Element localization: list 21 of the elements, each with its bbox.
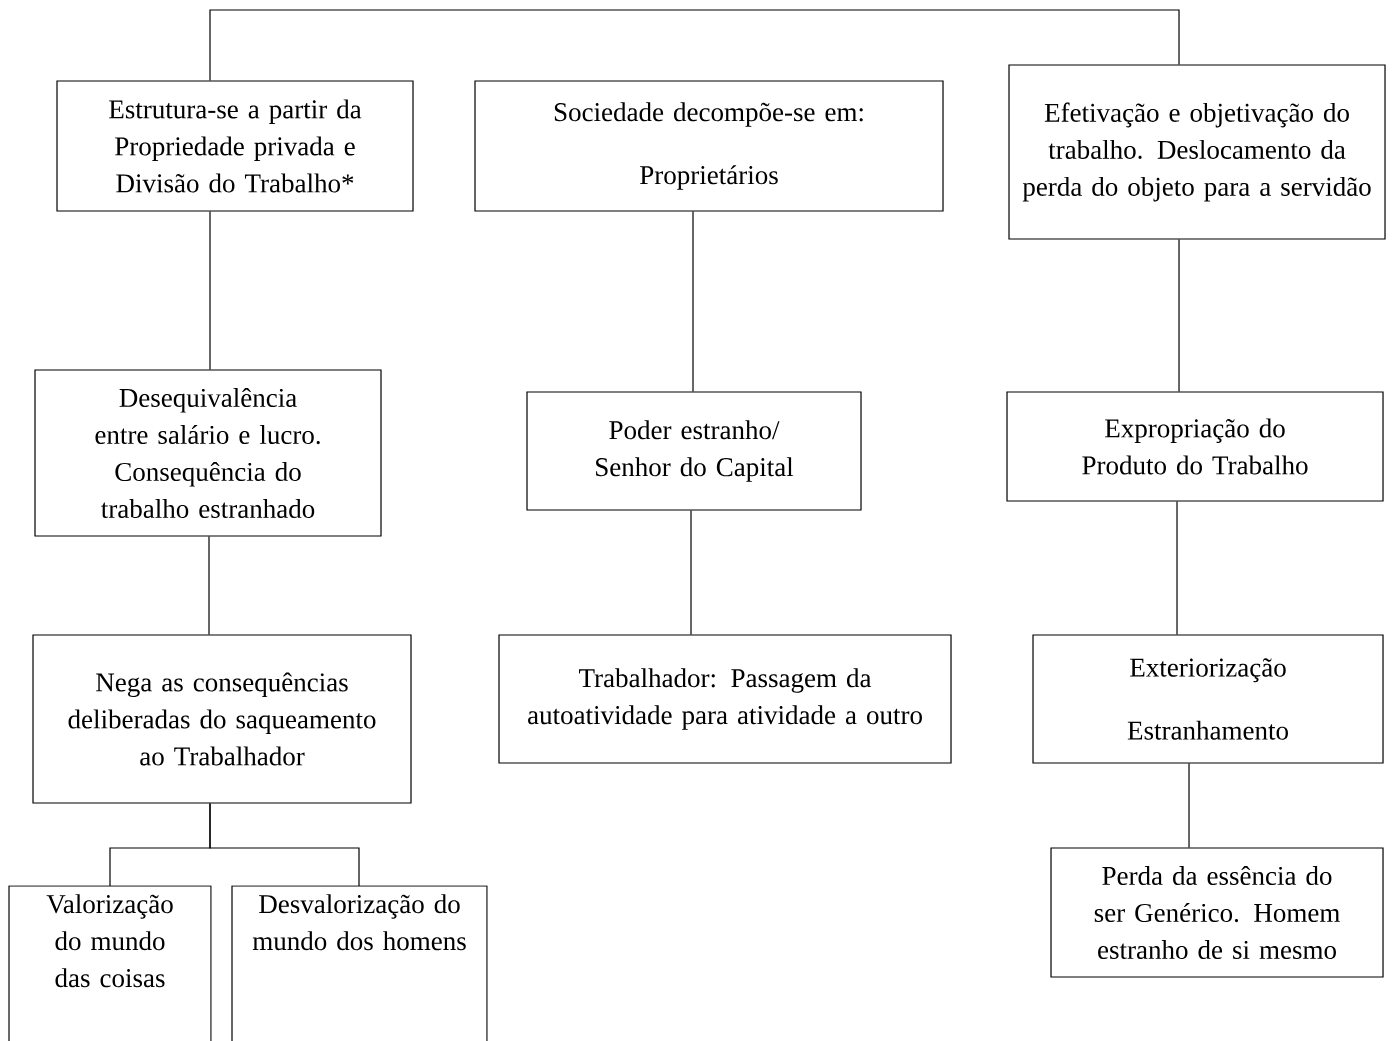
text-box: Expropriação do Produto do Trabalho (1006, 391, 1384, 502)
connector-line (1188, 763, 1190, 848)
connector-line (209, 803, 360, 887)
connector-line (208, 536, 210, 635)
text-box: Nega as consequências deliberadas do saqueamento ao Trabalhador (32, 634, 412, 804)
text-box: Desequivalência entre salário e lucro. Consequência do trabalho estranhado (34, 369, 382, 537)
text-box: Sociedade decompõe-se em: Proprietários (474, 80, 944, 212)
text-box: Poder estranho/ Senhor do Capital (526, 391, 862, 511)
text-box: Valorização do mundo das coisas (8, 885, 212, 1041)
connector-line (1178, 239, 1180, 392)
connector-line (209, 211, 211, 370)
connector-line (692, 211, 694, 392)
text-box: Exteriorização Estranhamento (1032, 634, 1384, 764)
text-box: Trabalhador: Passagem da autoatividade para atividade a outro (498, 634, 952, 764)
connector-line (1176, 501, 1178, 635)
text-box: Estrutura-se a partir da Propriedade privada e Divisão do Trabalho* (56, 80, 414, 212)
connector-line (209, 9, 1180, 81)
connector-line (690, 510, 692, 635)
text-box: Efetivação e objetivação do trabalho. Deslocamento da perda do objeto para a servidão (1008, 64, 1386, 240)
text-box: Desvalorização do mundo dos homens (231, 885, 488, 1041)
text-box: Perda da essência do ser Genérico. Homem estranho de si mesmo (1050, 847, 1384, 978)
